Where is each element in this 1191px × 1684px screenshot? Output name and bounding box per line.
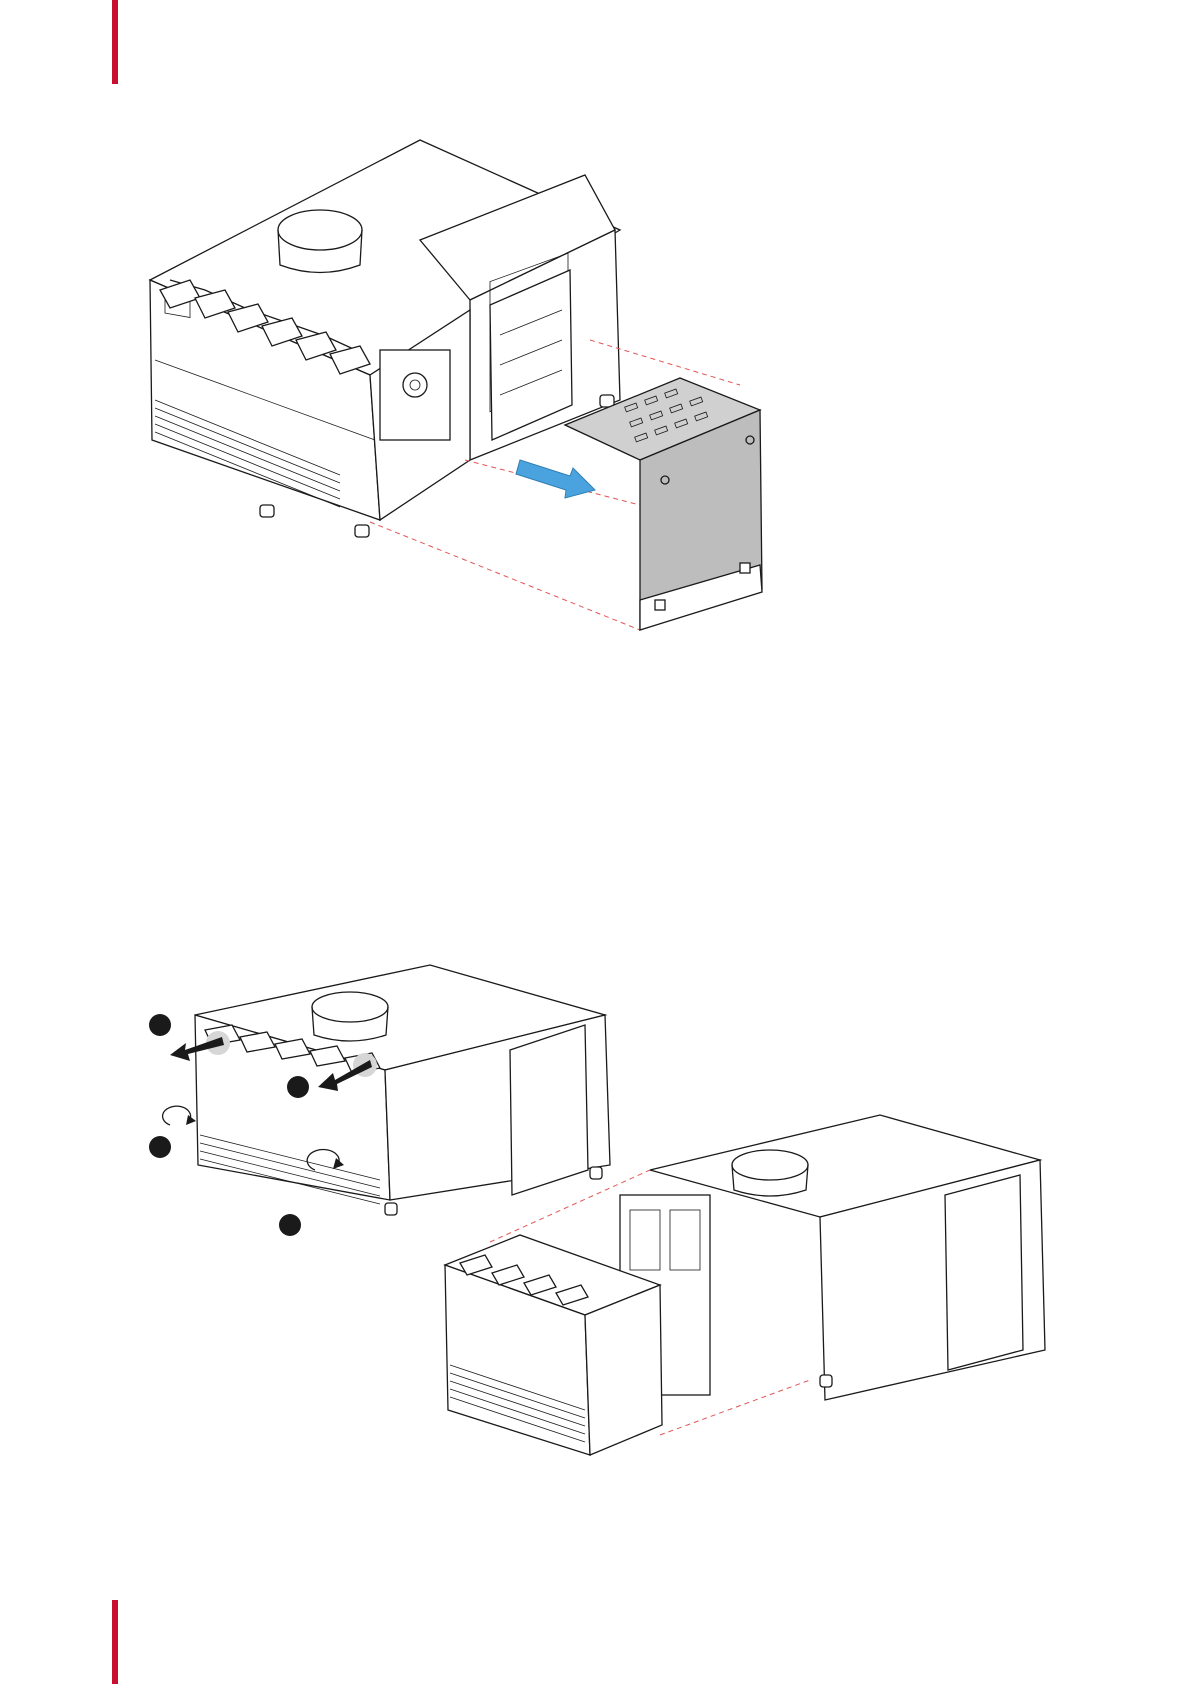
projector-assembled xyxy=(195,965,610,1215)
projector-front-cover-illustration xyxy=(0,955,1191,1515)
page-accent-bar-bottom xyxy=(112,1600,118,1684)
figure-side-cover-removal xyxy=(0,130,1191,690)
figure-front-cover-removal xyxy=(0,955,1191,1515)
slide-out-arrow-icon xyxy=(516,460,595,498)
callout-marker xyxy=(279,1214,301,1236)
projector-side-cover-illustration xyxy=(0,130,1191,690)
projector-disassembled xyxy=(620,1115,1045,1400)
side-cover-panel-icon xyxy=(565,378,762,630)
page-accent-bar-top xyxy=(112,0,118,84)
callout-marker xyxy=(149,1136,171,1158)
callout-marker xyxy=(149,1014,171,1036)
callout-marker xyxy=(287,1076,309,1098)
